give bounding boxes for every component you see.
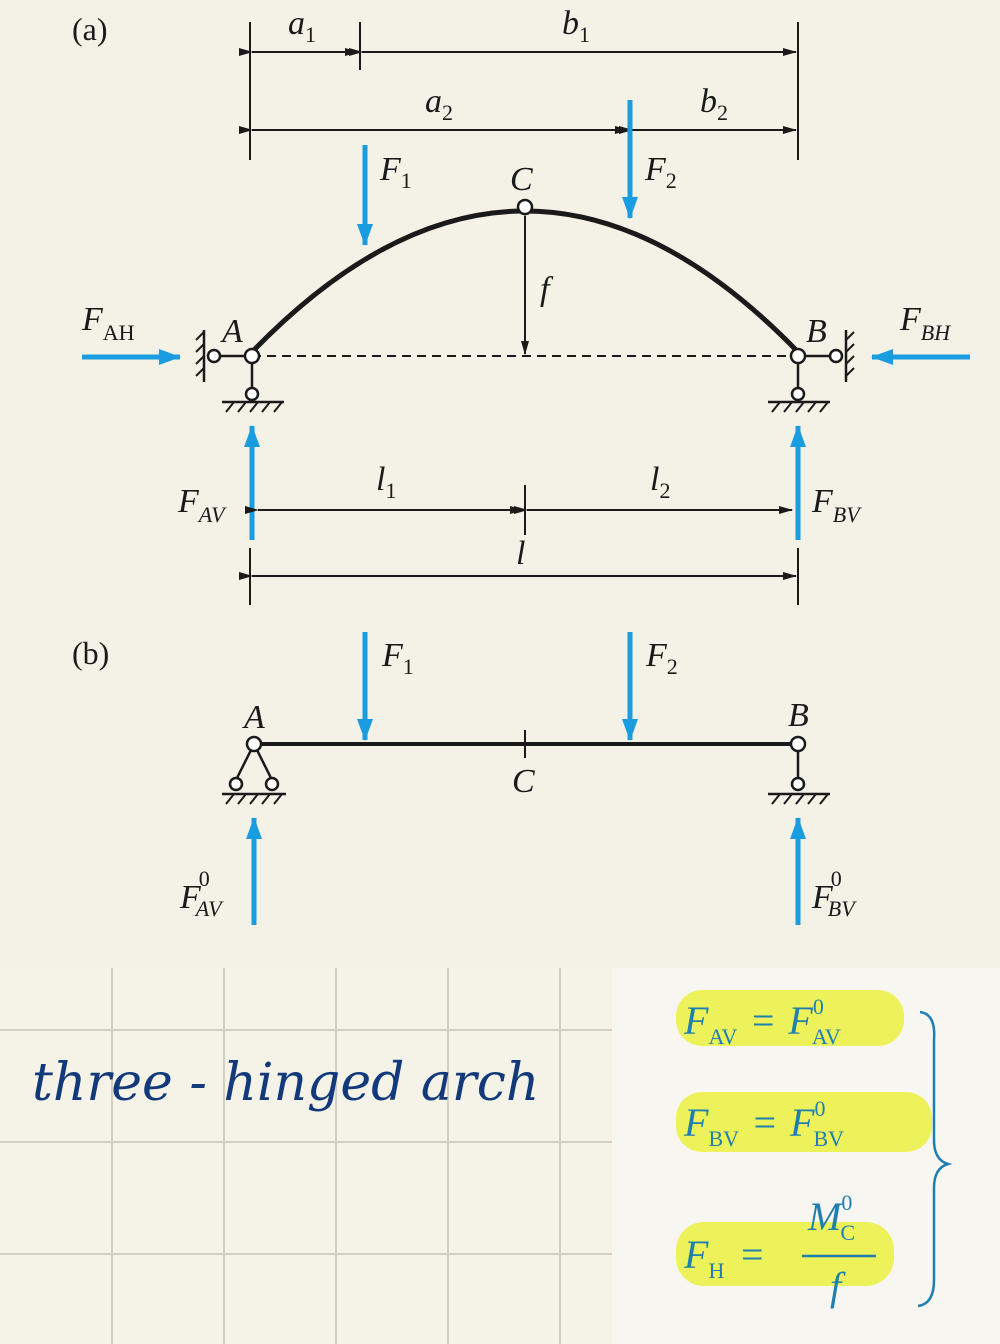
beam-force-f1-label: F1 — [381, 637, 414, 679]
dim-a2: a2 — [425, 83, 453, 125]
force-fah-label: FAH — [81, 301, 135, 345]
dim-l2: l2 — [650, 461, 670, 503]
dim-l1: l1 — [376, 461, 396, 503]
beam-support-a — [222, 735, 286, 805]
grid-lines — [0, 968, 612, 1344]
panel-label-a: (a) — [72, 11, 108, 47]
dim-l: l — [516, 535, 525, 572]
support-b — [768, 330, 855, 413]
dim-b1: b1 — [562, 5, 590, 47]
dim-b2: b2 — [700, 83, 728, 125]
dim-a1: a1 — [288, 5, 316, 47]
force-f2-label: F2 — [644, 151, 677, 193]
rise-label: f — [540, 271, 554, 308]
panel-label-b: (b) — [72, 635, 109, 671]
point-label-b: B — [806, 313, 827, 350]
hinge-c — [516, 198, 534, 216]
force-f1-label: F1 — [379, 151, 412, 193]
equation-3-lhs: FH = — [683, 1232, 765, 1283]
force-fbv-label: FBV — [811, 483, 862, 527]
highlight-eq2 — [676, 1092, 932, 1152]
grid-paper — [0, 968, 612, 1344]
beam-force-f2-label: F2 — [645, 637, 678, 679]
equations-brace — [917, 1010, 953, 1308]
force-fav-label: FAV — [177, 483, 227, 527]
handwritten-note: three - hinged arch — [32, 1053, 539, 1113]
beam-label-b: B — [788, 697, 809, 734]
highlight-eq3 — [676, 1222, 894, 1286]
highlight-eq1 — [676, 990, 904, 1046]
support-a — [195, 330, 284, 413]
beam-label-c: C — [512, 763, 535, 800]
beam-label-a: A — [242, 699, 265, 736]
point-label-c: C — [510, 161, 533, 198]
dimension-lines-bottom — [239, 485, 799, 605]
point-label-a: A — [220, 313, 243, 350]
force-fbh-label: FBH — [899, 301, 951, 345]
dimension-lines-top — [239, 22, 799, 160]
beam-support-b — [768, 735, 830, 805]
